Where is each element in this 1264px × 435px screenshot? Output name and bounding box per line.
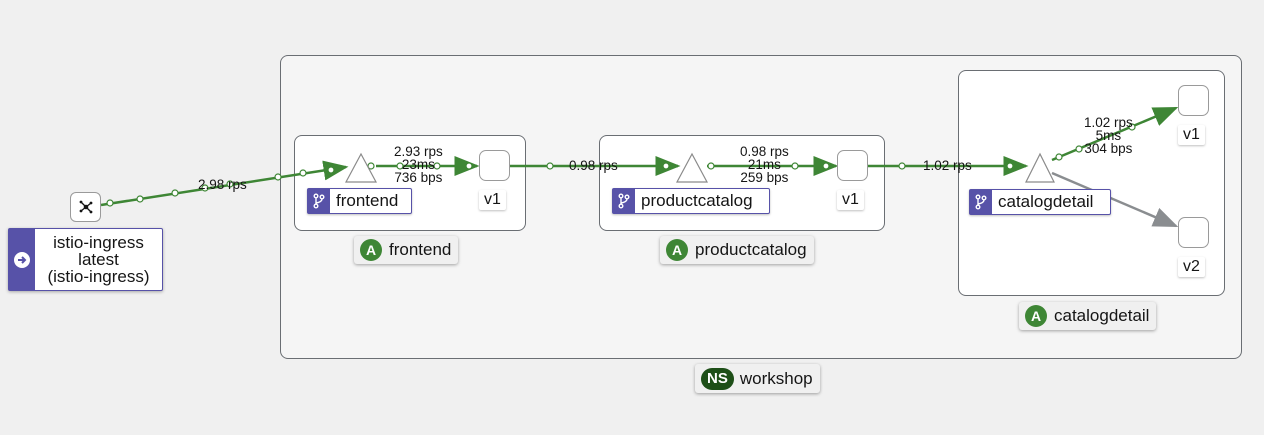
edge-label-catalogdetail-v1: 1.02 rps 5ms 304 bps: [1084, 115, 1133, 156]
service-branch-icon: [970, 190, 992, 214]
workload-node-frontend-v1[interactable]: [479, 150, 510, 181]
ingress-workload: (istio-ingress): [47, 267, 150, 286]
service-branch-icon: [308, 189, 330, 213]
app-label-catalogdetail[interactable]: A catalogdetail: [1019, 302, 1157, 330]
edge-label-ingress-frontend: 2.98 rps: [198, 177, 247, 192]
workload-node-productcatalog-v1[interactable]: [837, 150, 868, 181]
workload-node-catalogdetail-v1[interactable]: [1178, 85, 1209, 116]
edge-catalogdetail-v2[interactable]: [1051, 171, 1179, 228]
service-node-frontend[interactable]: [344, 152, 378, 183]
edge-frontend-v1[interactable]: [367, 156, 480, 176]
app-badge: A: [666, 239, 688, 261]
namespace-label[interactable]: NS workshop: [695, 364, 820, 393]
version-label-catalogdetail-v1: v1: [1178, 125, 1205, 145]
edge-ingress-frontend[interactable]: [100, 160, 349, 207]
app-label-frontend[interactable]: A frontend: [354, 236, 459, 264]
version-label-catalogdetail-v2: v2: [1178, 257, 1205, 277]
ingress-icon: [9, 229, 35, 290]
app-box-productcatalog[interactable]: [599, 135, 885, 231]
service-label-frontend[interactable]: frontend: [307, 188, 412, 214]
ingress-version: latest: [78, 250, 119, 269]
service-node-productcatalog[interactable]: [675, 152, 709, 183]
app-badge: A: [1025, 305, 1047, 327]
workload-node-catalogdetail-v2[interactable]: [1178, 217, 1209, 248]
version-label-productcatalog-v1: v1: [837, 190, 864, 210]
edge-label-frontend-productcatalog: 0.98 rps: [569, 158, 618, 173]
service-node-catalogdetail[interactable]: [1025, 152, 1055, 183]
service-label-catalogdetail[interactable]: catalogdetail: [969, 189, 1111, 215]
edge-label-frontend-v1: 2.93 rps 23ms 736 bps: [394, 144, 443, 185]
ingress-node[interactable]: [70, 192, 101, 222]
app-label-productcatalog[interactable]: A productcatalog: [660, 236, 814, 264]
service-branch-icon: [613, 189, 635, 213]
edge-label-productcatalog-catalogdetail: 1.02 rps: [923, 158, 972, 173]
edge-catalogdetail-v1[interactable]: [1051, 106, 1179, 162]
edge-frontend-productcatalog[interactable]: [510, 156, 681, 176]
network-icon: [79, 200, 92, 214]
ingress-label[interactable]: istio-ingress latest (istio-ingress): [8, 228, 163, 291]
edge-productcatalog-catalogdetail[interactable]: [868, 156, 1029, 176]
version-label-frontend-v1: v1: [479, 190, 506, 210]
service-label-productcatalog[interactable]: productcatalog: [612, 188, 770, 214]
edge-productcatalog-v1[interactable]: [707, 156, 839, 176]
ingress-name: istio-ingress: [53, 233, 144, 252]
namespace-badge: NS: [701, 367, 734, 390]
edge-label-productcatalog-v1: 0.98 rps 21ms 259 bps: [740, 144, 789, 185]
app-badge: A: [360, 239, 382, 261]
